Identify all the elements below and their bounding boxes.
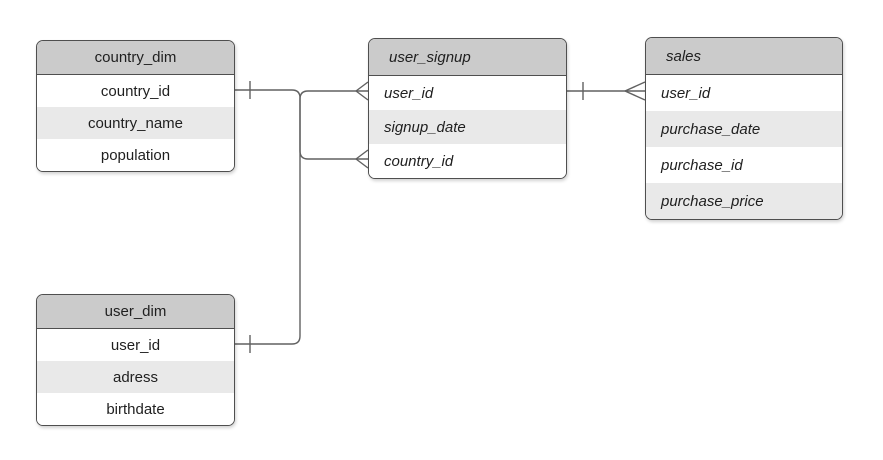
crow-foot-many-icon	[624, 81, 646, 101]
table-row[interactable]: user_id	[37, 329, 234, 361]
crow-foot-many-icon	[355, 81, 369, 101]
table-row[interactable]: birthdate	[37, 393, 234, 425]
crow-foot-many-icon	[355, 149, 369, 169]
table-row[interactable]: country_id	[369, 144, 566, 178]
table-row[interactable]: population	[37, 139, 234, 171]
table-header[interactable]: sales	[646, 38, 842, 75]
table-row[interactable]: country_name	[37, 107, 234, 139]
table-header[interactable]: user_signup	[369, 39, 566, 76]
table-header[interactable]: user_dim	[37, 295, 234, 329]
table-user-dim[interactable]: user_dim user_id adress birthdate	[36, 294, 235, 426]
relationship-line[interactable]	[233, 90, 368, 345]
table-row[interactable]: purchase_price	[646, 183, 842, 219]
table-row[interactable]: user_id	[369, 76, 566, 110]
relationship-user-signup-to-sales[interactable]	[565, 81, 646, 101]
table-row[interactable]: purchase_id	[646, 147, 842, 183]
table-user-signup[interactable]: user_signup user_id signup_date country_…	[368, 38, 567, 179]
table-row[interactable]: user_id	[646, 75, 842, 111]
table-row[interactable]: country_id	[37, 75, 234, 107]
table-row[interactable]: signup_date	[369, 110, 566, 144]
relationship-user-dim-to-user-signup[interactable]	[233, 81, 369, 353]
table-sales[interactable]: sales user_id purchase_date purchase_id …	[645, 37, 843, 220]
table-header[interactable]: country_dim	[37, 41, 234, 75]
table-country-dim[interactable]: country_dim country_id country_name popu…	[36, 40, 235, 172]
table-row[interactable]: purchase_date	[646, 111, 842, 147]
table-row[interactable]: adress	[37, 361, 234, 393]
